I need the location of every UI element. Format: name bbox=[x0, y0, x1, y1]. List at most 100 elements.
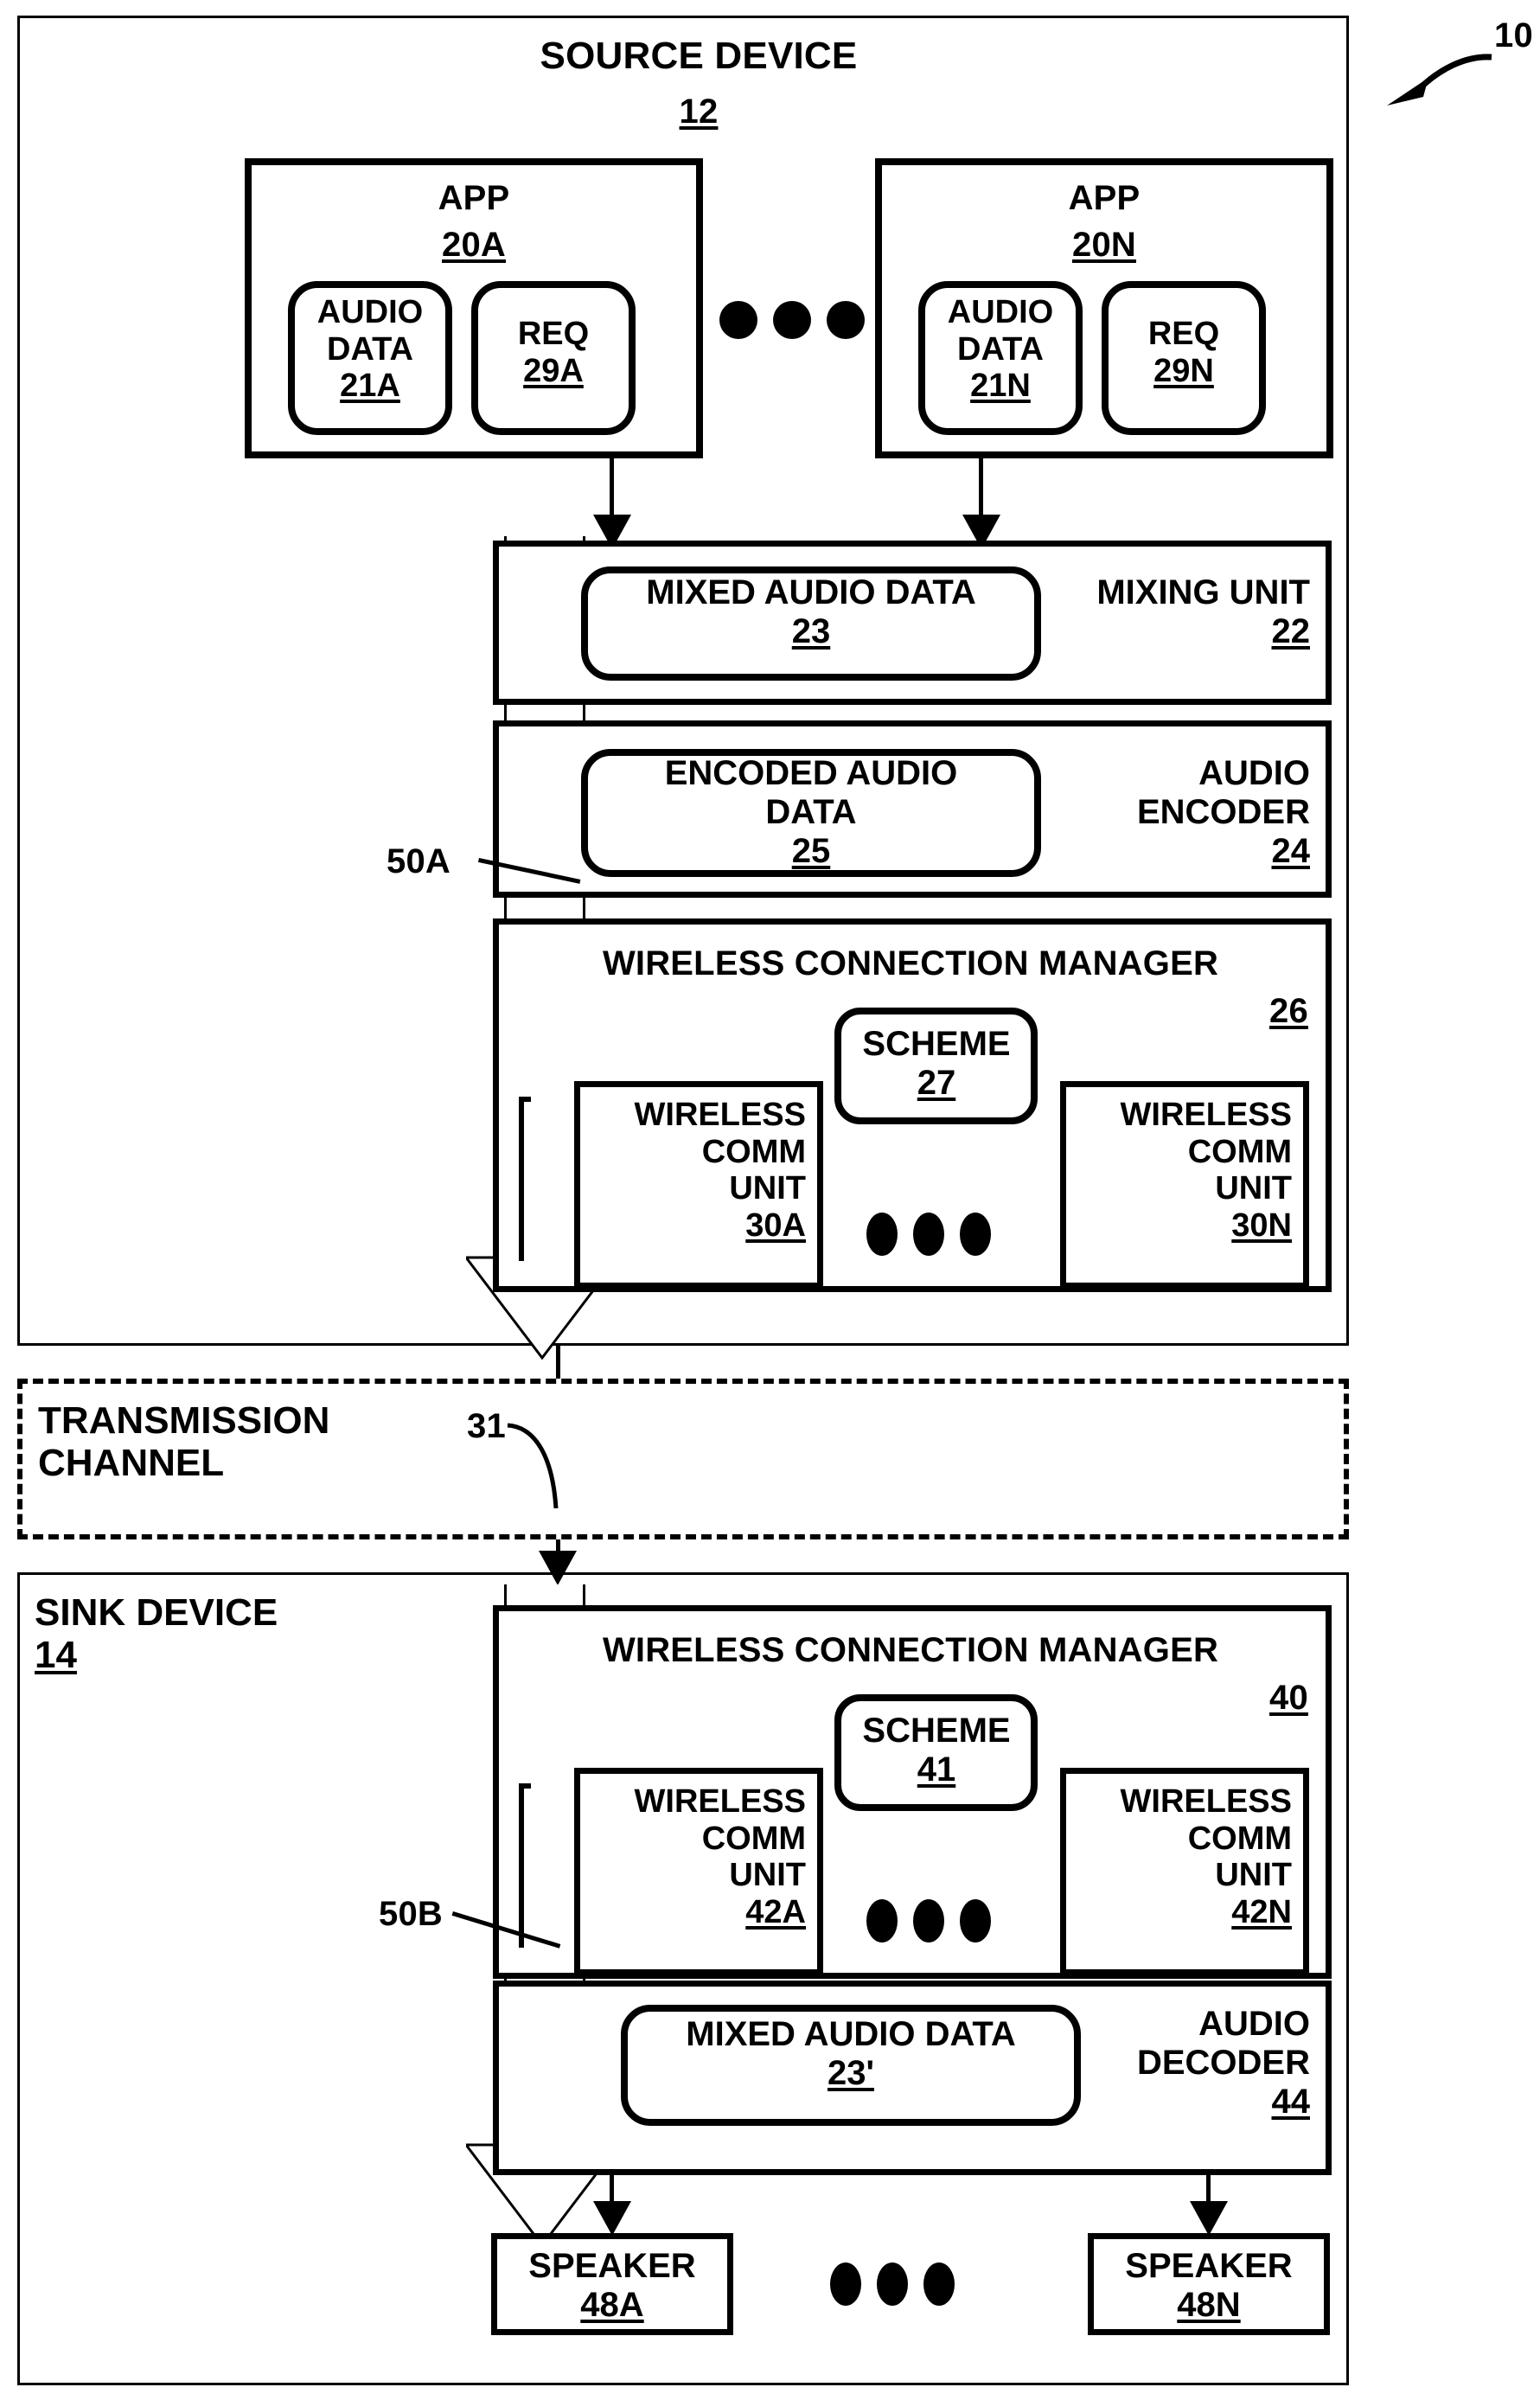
mixing-unit-title: MIXING UNIT bbox=[1096, 573, 1310, 611]
wireless-comm-unit-box-42a bbox=[574, 1768, 823, 1975]
mixed-audio-data-23-title: MIXED AUDIO DATA bbox=[646, 573, 976, 611]
source-device-ref: 12 bbox=[679, 93, 719, 131]
comm-units-26-ellipsis bbox=[866, 1213, 991, 1256]
sink-device-ref: 14 bbox=[35, 1634, 77, 1677]
audio-decoder-line1: AUDIO bbox=[1198, 2005, 1310, 2043]
audio-data-21a-line2: DATA bbox=[327, 330, 413, 368]
decoder-to-speaker-48n-arrowhead bbox=[1190, 2201, 1228, 2236]
arrow-50a-inner-rail bbox=[519, 1097, 531, 1261]
audio-encoder-ref: 24 bbox=[1271, 831, 1311, 870]
encoded-audio-data-box-25 bbox=[581, 749, 1041, 877]
decoder-to-speaker-48a-line bbox=[610, 2175, 614, 2211]
speaker-48a-label: SPEAKER 48A bbox=[528, 2247, 695, 2325]
ellipsis-dot bbox=[866, 1213, 898, 1256]
audio-encoder-line2: ENCODER bbox=[1136, 792, 1310, 831]
comm-units-40-ellipsis bbox=[866, 1899, 991, 1942]
wireless-comm-unit-42n-label: WIRELESS COMM UNIT 42N bbox=[1074, 1783, 1292, 1930]
wireless-comm-unit-42n-line2: COMM bbox=[1187, 1820, 1292, 1857]
encoded-audio-data-25-label: ENCODED AUDIO DATA 25 bbox=[665, 754, 958, 870]
mixed-audio-data-23-label: MIXED AUDIO DATA 23 bbox=[646, 573, 975, 651]
audio-encoder-line1: AUDIO bbox=[1198, 754, 1310, 792]
transmission-channel-line1: TRANSMISSION bbox=[38, 1399, 330, 1442]
ellipsis-dot bbox=[960, 1899, 991, 1942]
wireless-comm-unit-42a-line2: COMM bbox=[701, 1820, 806, 1857]
wireless-comm-unit-30a-line2: COMM bbox=[701, 1133, 806, 1170]
transmission-channel-label: TRANSMISSION CHANNEL bbox=[38, 1399, 488, 1485]
wireless-comm-unit-42n-ref: 42N bbox=[1231, 1893, 1292, 1930]
app-20n-to-mixing-line bbox=[979, 458, 983, 515]
audio-data-box-21a bbox=[288, 281, 452, 435]
app-20a-title: APP bbox=[438, 179, 510, 217]
wireless-connection-manager-40-ref: 40 bbox=[1269, 1679, 1308, 1717]
audio-decoder-label: AUDIO DECODER 44 bbox=[1038, 2005, 1310, 2121]
encoded-audio-data-25-line2: DATA bbox=[765, 792, 857, 831]
wireless-comm-unit-30a-line3: UNIT bbox=[729, 1170, 806, 1207]
wireless-connection-manager-26-ref: 26 bbox=[1269, 992, 1308, 1030]
speaker-48n-title: SPEAKER bbox=[1125, 2247, 1293, 2285]
mixed-audio-data-23-ref: 23 bbox=[791, 611, 831, 650]
wireless-comm-unit-box-30a bbox=[574, 1081, 823, 1289]
sink-device-title: SINK DEVICE bbox=[35, 1591, 278, 1634]
wireless-comm-unit-42a-ref: 42A bbox=[745, 1893, 806, 1930]
ellipsis-dot bbox=[913, 1213, 944, 1256]
decoder-to-speaker-48a-arrowhead bbox=[593, 2201, 631, 2236]
scheme-box-27 bbox=[834, 1008, 1038, 1124]
wireless-comm-unit-30n-line2: COMM bbox=[1187, 1133, 1292, 1170]
app-20n-ref: 20N bbox=[1072, 226, 1136, 264]
app-20a-to-mixing-line bbox=[610, 458, 614, 515]
wireless-comm-unit-42a-line1: WIRELESS bbox=[634, 1783, 806, 1820]
figure-ref-numeral: 10 bbox=[1494, 16, 1533, 54]
wireless-comm-unit-30a-ref: 30A bbox=[745, 1206, 806, 1244]
apps-ellipsis bbox=[719, 301, 865, 339]
mixing-unit-label: MIXING UNIT 22 bbox=[1038, 573, 1310, 651]
wireless-comm-unit-30n-ref: 30N bbox=[1231, 1206, 1292, 1244]
wireless-comm-unit-30n-line3: UNIT bbox=[1215, 1170, 1292, 1207]
speaker-48n-ref: 48N bbox=[1177, 2285, 1241, 2324]
wireless-comm-unit-30n-label: WIRELESS COMM UNIT 30N bbox=[1074, 1097, 1292, 1244]
speaker-48a-ref: 48A bbox=[580, 2285, 644, 2324]
req-29n-label: REQ 29N bbox=[1148, 316, 1219, 389]
audio-encoder-label: AUDIO ENCODER 24 bbox=[1038, 754, 1310, 870]
wireless-comm-unit-30a-label: WIRELESS COMM UNIT 30A bbox=[588, 1097, 806, 1244]
audio-data-21n-ref: 21N bbox=[970, 368, 1031, 405]
req-29n-title: REQ bbox=[1147, 316, 1220, 352]
ellipsis-dot bbox=[866, 1899, 898, 1942]
sink-device-title-block: SINK DEVICE 14 bbox=[35, 1591, 398, 1677]
mixed-audio-data-23p-title: MIXED AUDIO DATA bbox=[686, 2015, 1016, 2053]
app-20a-ref: 20A bbox=[442, 226, 506, 264]
encoded-audio-data-25-line1: ENCODED AUDIO bbox=[664, 754, 958, 792]
req-box-29n bbox=[1102, 281, 1266, 435]
mixed-audio-data-23p-ref: 23' bbox=[827, 2053, 874, 2092]
app-20n-title: APP bbox=[1068, 179, 1141, 217]
speaker-48n-label: SPEAKER 48N bbox=[1125, 2247, 1292, 2325]
audio-decoder-line2: DECODER bbox=[1136, 2043, 1310, 2082]
speaker-48a-title: SPEAKER bbox=[528, 2247, 696, 2285]
data-flow-50a-label: 50A bbox=[387, 842, 450, 880]
wireless-comm-unit-box-42n bbox=[1060, 1768, 1309, 1975]
ellipsis-dot bbox=[913, 1899, 944, 1942]
mixed-audio-data-box-23 bbox=[581, 566, 1041, 681]
scheme-27-title: SCHEME bbox=[862, 1025, 1011, 1063]
speaker-box-48n bbox=[1088, 2233, 1330, 2335]
decoder-to-speaker-48n-line bbox=[1206, 2175, 1211, 2211]
ellipsis-dot bbox=[923, 2262, 955, 2306]
wireless-connection-manager-40-title: WIRELESS CONNECTION MANAGER bbox=[602, 1631, 1219, 1669]
req-29a-ref: 29A bbox=[523, 352, 584, 389]
req-29a-label: REQ 29A bbox=[518, 316, 589, 389]
mixing-unit-ref: 22 bbox=[1271, 611, 1311, 650]
ellipsis-dot bbox=[830, 2262, 861, 2306]
encoded-audio-data-25-ref: 25 bbox=[791, 831, 831, 870]
speaker-box-48a bbox=[491, 2233, 733, 2335]
scheme-41-ref: 41 bbox=[917, 1750, 956, 1789]
scheme-41-label: SCHEME 41 bbox=[862, 1712, 1010, 1789]
audio-data-21n-line1: AUDIO bbox=[947, 294, 1054, 330]
ellipsis-dot bbox=[960, 1213, 991, 1256]
mixed-audio-data-box-23p bbox=[621, 2005, 1081, 2126]
mixed-audio-data-23p-label: MIXED AUDIO DATA 23' bbox=[686, 2015, 1015, 2093]
wireless-comm-unit-42n-line1: WIRELESS bbox=[1120, 1783, 1292, 1820]
transmission-channel-ref-leader bbox=[507, 1423, 559, 1509]
source-device-title: SOURCE DEVICE bbox=[540, 35, 858, 77]
scheme-27-ref: 27 bbox=[917, 1063, 956, 1102]
speakers-ellipsis bbox=[830, 2262, 955, 2306]
audio-data-21a-ref: 21A bbox=[340, 368, 400, 405]
